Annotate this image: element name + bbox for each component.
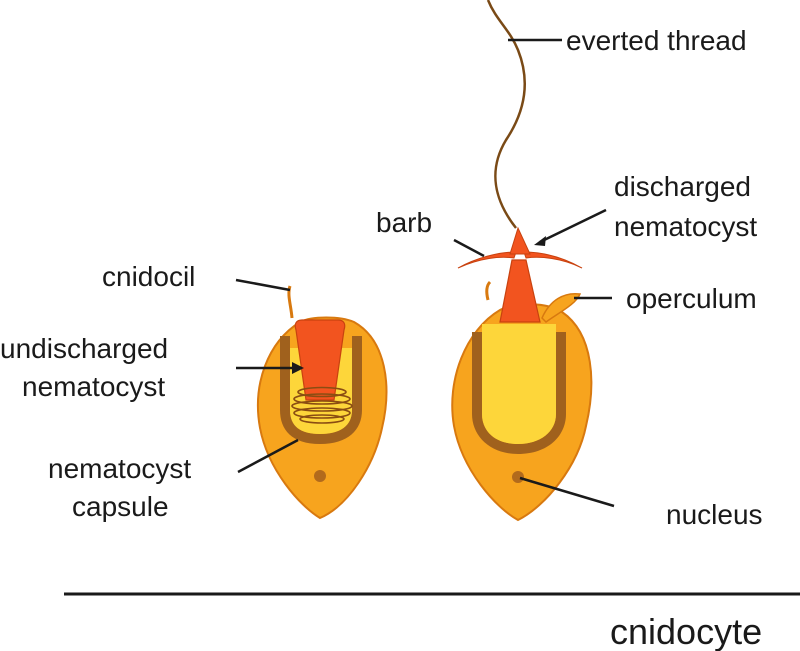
undischarged-label-line2: nematocyst bbox=[22, 371, 165, 402]
operculum-label: operculum bbox=[626, 283, 757, 314]
cnidocil-label: cnidocil bbox=[102, 261, 195, 292]
capsule-label-line1: nematocyst bbox=[48, 453, 191, 484]
everted-thread-label: everted thread bbox=[566, 25, 747, 56]
everted-thread-strand bbox=[486, 0, 526, 229]
right-everted-tube bbox=[499, 259, 541, 323]
left-capsule-wall bbox=[280, 336, 362, 444]
leader-lines bbox=[64, 38, 800, 596]
nucleus-leader bbox=[519, 476, 615, 508]
right-capsule-inner bbox=[482, 324, 556, 444]
coiled-thread bbox=[291, 386, 353, 424]
nucleus-label: nucleus bbox=[666, 499, 763, 530]
labels: everted thread discharged nematocyst bar… bbox=[0, 25, 763, 651]
undischarged-arrowhead bbox=[292, 362, 304, 374]
discharged-label-line2: nematocyst bbox=[614, 211, 757, 242]
barb-leader bbox=[453, 238, 485, 258]
undischarged-cell bbox=[256, 285, 388, 520]
discharged-label-line1: discharged bbox=[614, 171, 751, 202]
left-barb bbox=[457, 251, 517, 269]
cnidocil-leader bbox=[235, 278, 291, 292]
capsule-label-line2: capsule bbox=[72, 491, 169, 522]
left-inverted-tube bbox=[294, 319, 346, 401]
right-nucleus bbox=[512, 471, 524, 483]
discharged-leader bbox=[539, 208, 607, 244]
discharged-cell bbox=[451, 0, 593, 522]
operculum-flap bbox=[541, 292, 582, 323]
capsule-leader bbox=[237, 438, 299, 474]
right-cell-spike bbox=[485, 280, 492, 301]
right-capsule-wall bbox=[472, 332, 566, 454]
barb-label: barb bbox=[376, 207, 432, 238]
right-barb bbox=[523, 251, 583, 269]
diagram-title: cnidocyte bbox=[610, 611, 762, 651]
nematocyst-tip bbox=[509, 226, 531, 255]
left-nucleus bbox=[314, 470, 326, 482]
undischarged-label-line1: undischarged bbox=[0, 333, 168, 364]
discharged-arrowhead bbox=[534, 236, 546, 246]
cnidocil-hair bbox=[287, 285, 294, 319]
